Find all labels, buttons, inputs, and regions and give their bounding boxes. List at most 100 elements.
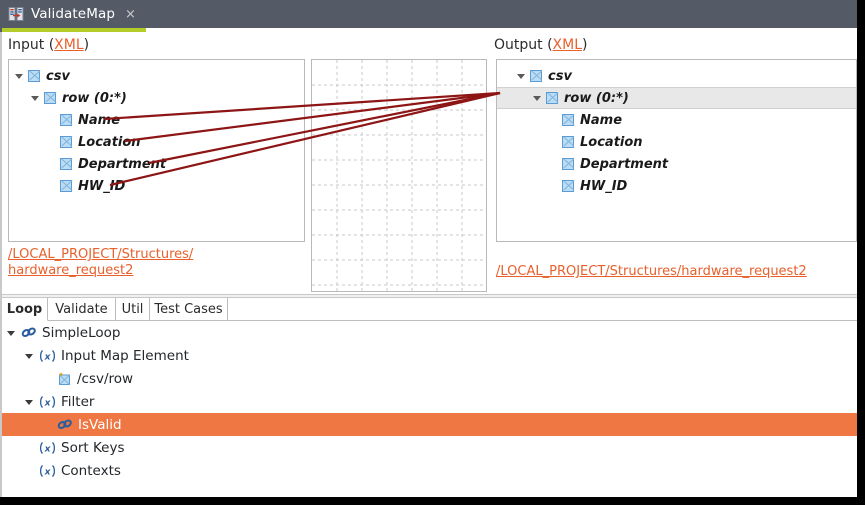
list-item-label: Input Map Element bbox=[61, 347, 189, 364]
svg-text:x: x bbox=[44, 444, 52, 454]
list-item-label: /csv/row bbox=[77, 370, 134, 387]
chain-link-icon bbox=[57, 418, 73, 432]
tree-item-label: Department bbox=[78, 156, 167, 172]
tree-indent-spacer bbox=[46, 180, 58, 192]
properties-tab-bar: Loop Validate Util Test Cases bbox=[0, 298, 857, 321]
mapping-link-canvas[interactable] bbox=[311, 59, 487, 292]
chevron-down-icon[interactable] bbox=[14, 70, 26, 82]
tree-indent-spacer bbox=[548, 136, 560, 148]
tab-loop[interactable]: Loop bbox=[2, 298, 48, 321]
output-xml-link[interactable]: XML bbox=[552, 37, 583, 53]
title-bar-underline bbox=[0, 28, 857, 32]
list-item[interactable]: x Input Map Element bbox=[0, 344, 857, 367]
table-row[interactable]: csv bbox=[497, 65, 856, 87]
chevron-down-icon[interactable] bbox=[516, 70, 528, 82]
map-element-icon bbox=[57, 372, 72, 386]
list-item[interactable]: x Filter bbox=[0, 390, 857, 413]
output-structure-path[interactable]: /LOCAL_PROJECT/Structures/hardware_reque… bbox=[496, 264, 807, 279]
document-tab-validatemap[interactable]: ValidateMap × bbox=[0, 0, 146, 28]
tree-indent-spacer bbox=[46, 158, 58, 170]
chevron-down-icon[interactable] bbox=[30, 92, 42, 104]
list-item-label: Filter bbox=[61, 393, 95, 410]
window-shadow-bottom bbox=[6, 495, 865, 505]
properties-panel: Loop Validate Util Test Cases SimpleLoop x In… bbox=[0, 298, 857, 497]
tab-label: Loop bbox=[6, 301, 43, 317]
input-header-prefix: Input ( bbox=[8, 37, 55, 53]
chevron-down-icon[interactable] bbox=[532, 92, 544, 104]
list-item[interactable]: IsValid bbox=[0, 413, 857, 436]
element-icon bbox=[28, 70, 40, 82]
list-item-label: Contexts bbox=[61, 462, 121, 479]
tab-label: Util bbox=[121, 302, 144, 317]
tree-indent-spacer bbox=[548, 180, 560, 192]
function-icon: x bbox=[39, 395, 56, 409]
table-row[interactable]: Department bbox=[497, 153, 856, 175]
list-item[interactable]: SimpleLoop bbox=[0, 321, 857, 344]
tree-item-label: Location bbox=[78, 134, 141, 150]
tree-indent-spacer bbox=[24, 442, 36, 454]
chevron-down-icon[interactable] bbox=[6, 327, 18, 339]
horizontal-splitter[interactable] bbox=[0, 294, 857, 298]
input-structure-path[interactable]: /LOCAL_PROJECT/Structures/ hardware_requ… bbox=[8, 247, 194, 278]
svg-text:x: x bbox=[44, 467, 52, 477]
function-icon: x bbox=[39, 441, 56, 455]
tab-label: Test Cases bbox=[154, 302, 223, 317]
tab-label: Validate bbox=[55, 302, 108, 317]
chevron-down-icon[interactable] bbox=[24, 350, 36, 362]
tree-indent-spacer bbox=[548, 158, 560, 170]
function-icon: x bbox=[39, 464, 56, 478]
map-document-icon bbox=[8, 6, 24, 22]
input-xml-link[interactable]: XML bbox=[54, 37, 84, 53]
table-row[interactable]: Name bbox=[497, 109, 856, 131]
tree-item-label: Department bbox=[580, 156, 669, 172]
list-item[interactable]: x Contexts bbox=[0, 459, 857, 482]
element-icon bbox=[44, 92, 56, 104]
table-row[interactable]: HW_ID bbox=[9, 175, 304, 197]
tree-item-label: HW_ID bbox=[580, 178, 628, 194]
tab-util[interactable]: Util bbox=[116, 298, 150, 321]
tree-indent-spacer bbox=[42, 373, 54, 385]
tree-item-label: csv bbox=[548, 68, 572, 84]
tree-item-label: HW_ID bbox=[78, 178, 126, 194]
element-icon bbox=[562, 114, 574, 126]
tree-indent-spacer bbox=[46, 114, 58, 126]
list-item[interactable]: /csv/row bbox=[0, 367, 857, 390]
table-row[interactable]: row (0:*) bbox=[9, 87, 304, 109]
table-row[interactable]: Name bbox=[9, 109, 304, 131]
element-icon bbox=[60, 180, 72, 192]
tree-item-label: Location bbox=[580, 134, 643, 150]
element-icon bbox=[562, 158, 574, 170]
output-header-prefix: Output ( bbox=[494, 37, 553, 53]
chevron-down-icon[interactable] bbox=[24, 396, 36, 408]
element-icon bbox=[546, 92, 558, 104]
table-row[interactable]: Department bbox=[9, 153, 304, 175]
element-icon bbox=[562, 136, 574, 148]
table-row[interactable]: Location bbox=[9, 131, 304, 153]
tab-test-cases[interactable]: Test Cases bbox=[150, 298, 228, 321]
element-icon bbox=[562, 180, 574, 192]
input-panel-header: Input (XML) bbox=[8, 37, 89, 53]
list-item-label: SimpleLoop bbox=[42, 324, 121, 341]
list-item-label: IsValid bbox=[78, 416, 122, 433]
output-panel-header: Output (XML) bbox=[494, 37, 588, 53]
table-row[interactable]: row (0:*) bbox=[497, 87, 856, 109]
chain-link-icon bbox=[21, 326, 37, 340]
close-icon[interactable]: × bbox=[125, 6, 136, 22]
table-row[interactable]: HW_ID bbox=[497, 175, 856, 197]
svg-text:x: x bbox=[44, 352, 52, 362]
tab-validate[interactable]: Validate bbox=[48, 298, 116, 321]
svg-text:x: x bbox=[44, 398, 52, 408]
window-shadow-right bbox=[855, 6, 865, 505]
tree-item-label: Name bbox=[78, 112, 121, 128]
table-row[interactable]: Location bbox=[497, 131, 856, 153]
tree-indent-spacer bbox=[24, 465, 36, 477]
table-row[interactable]: csv bbox=[9, 65, 304, 87]
tree-item-label: csv bbox=[46, 68, 70, 84]
element-icon bbox=[60, 158, 72, 170]
document-tab-strip: ValidateMap × bbox=[0, 0, 857, 32]
window-frame-left-lower bbox=[0, 32, 2, 497]
